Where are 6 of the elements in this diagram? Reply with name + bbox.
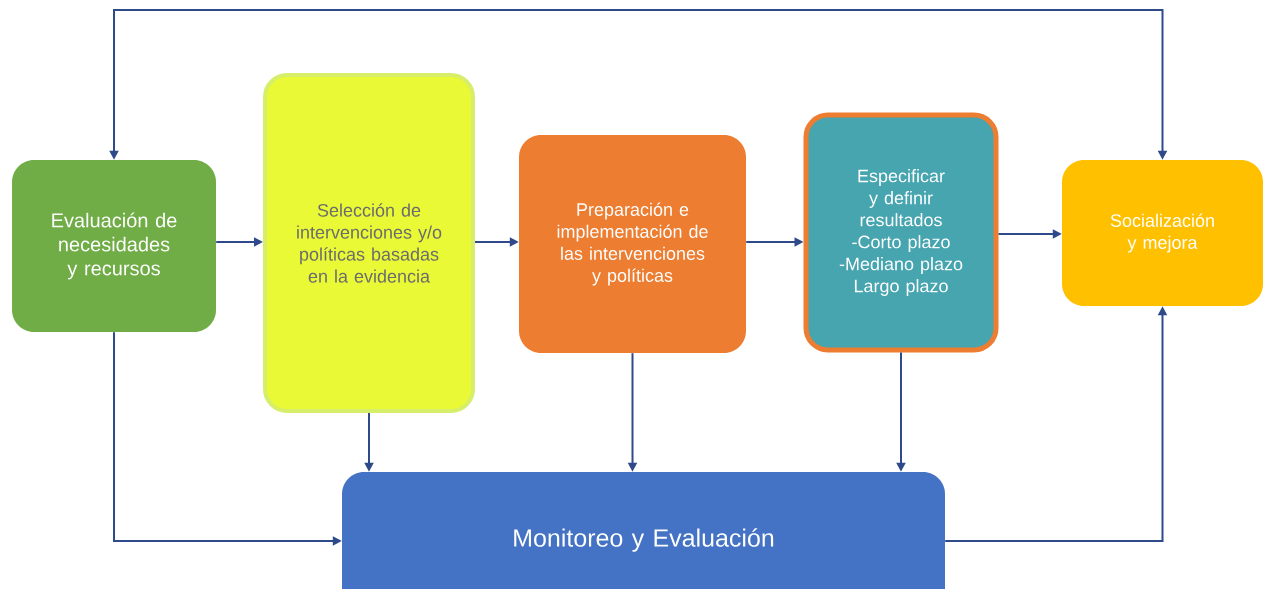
- process-box: Selección de intervenciones y/o políticas basadas en la evidencia: [263, 73, 475, 413]
- process-box: Preparación e implementación de las intervenciones y políticas: [519, 135, 746, 353]
- process-box: Socialización y mejora: [1062, 160, 1263, 306]
- process-box: Evaluación de necesidades y recursos: [12, 160, 216, 332]
- process-box: Especificar y definir resultados -Corto plazo -Mediano plazo Largo plazo: [803, 112, 999, 353]
- process-box: Monitoreo y Evaluación: [342, 472, 945, 589]
